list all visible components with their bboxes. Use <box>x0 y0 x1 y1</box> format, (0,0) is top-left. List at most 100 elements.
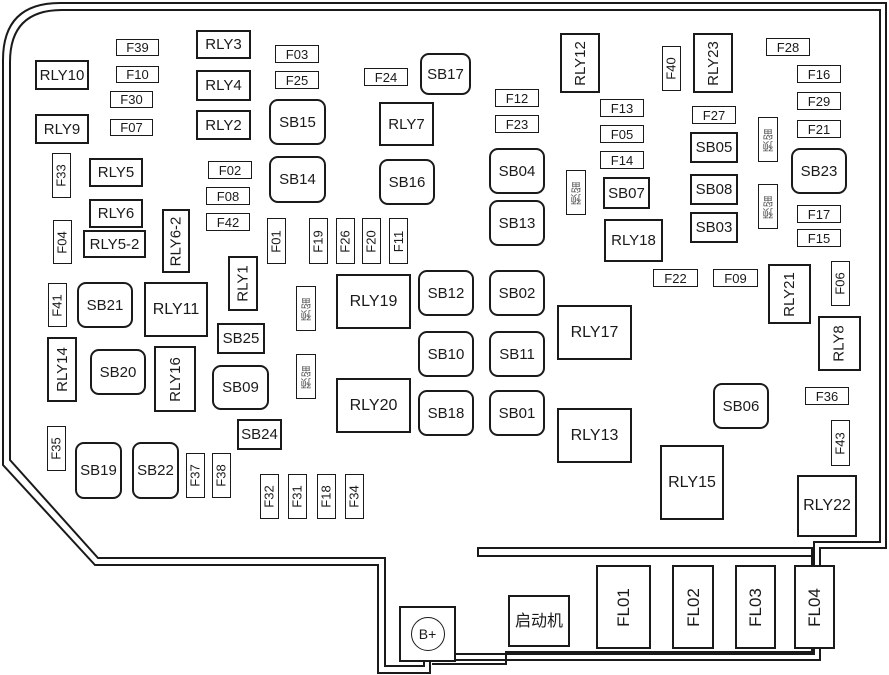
slow-blow-sb04[interactable]: SB04 <box>489 148 545 194</box>
fuse-f36[interactable]: F36 <box>805 387 849 405</box>
fuse-f19[interactable]: F19 <box>309 218 328 264</box>
starter-terminal[interactable]: 启动机 <box>508 595 570 647</box>
relay-rly1[interactable]: RLY1 <box>228 256 258 311</box>
relay-rly5-2[interactable]: RLY5-2 <box>83 230 146 258</box>
fuse-f15[interactable]: F15 <box>797 229 841 247</box>
slow-blow-sb02[interactable]: SB02 <box>489 270 545 316</box>
relay-rly8[interactable]: RLY8 <box>818 316 861 371</box>
slow-blow-sb18[interactable]: SB18 <box>418 390 474 436</box>
fuse-f29[interactable]: F29 <box>797 92 841 110</box>
fuse-f28[interactable]: F28 <box>766 38 810 56</box>
relay-rly17[interactable]: RLY17 <box>557 305 632 360</box>
slow-blow-sb16[interactable]: SB16 <box>379 159 435 205</box>
relay-rly4[interactable]: RLY4 <box>196 70 251 101</box>
fuse-f04[interactable]: F04 <box>53 220 72 264</box>
battery-positive-terminal[interactable]: B+ <box>399 606 456 662</box>
relay-rly10[interactable]: RLY10 <box>35 60 89 90</box>
fuse-f02[interactable]: F02 <box>208 161 252 179</box>
fuse-f18[interactable]: F18 <box>317 474 336 519</box>
reserved-slot-3[interactable]: 预留 <box>566 170 586 215</box>
slow-blow-sb14[interactable]: SB14 <box>269 156 326 203</box>
relay-rly6[interactable]: RLY6 <box>89 199 143 228</box>
slow-blow-sb03[interactable]: SB03 <box>690 212 738 243</box>
fusible-link-fl01[interactable]: FL01 <box>596 565 651 649</box>
relay-rly21[interactable]: RLY21 <box>768 264 811 324</box>
fuse-f25[interactable]: F25 <box>275 71 319 89</box>
fuse-f24[interactable]: F24 <box>364 68 408 86</box>
fuse-f01[interactable]: F01 <box>267 218 286 264</box>
slow-blow-sb19[interactable]: SB19 <box>75 442 122 499</box>
fuse-f35[interactable]: F35 <box>47 426 66 471</box>
fuse-f30[interactable]: F30 <box>110 91 153 108</box>
fuse-f34[interactable]: F34 <box>345 474 364 519</box>
fuse-f10[interactable]: F10 <box>116 66 159 83</box>
slow-blow-sb15[interactable]: SB15 <box>269 99 326 145</box>
relay-rly3[interactable]: RLY3 <box>196 30 251 59</box>
reserved-slot-5[interactable]: 预留 <box>758 184 778 229</box>
fuse-f32[interactable]: F32 <box>260 474 279 519</box>
relay-rly12[interactable]: RLY12 <box>560 33 600 93</box>
relay-rly9[interactable]: RLY9 <box>35 114 89 144</box>
fuse-f39[interactable]: F39 <box>116 39 159 56</box>
reserved-slot-1[interactable]: 预留 <box>296 286 316 331</box>
fuse-f21[interactable]: F21 <box>797 120 841 138</box>
fuse-f14[interactable]: F14 <box>600 151 644 169</box>
relay-rly11[interactable]: RLY11 <box>144 282 208 337</box>
fuse-f37[interactable]: F37 <box>186 453 205 498</box>
fuse-f27[interactable]: F27 <box>692 106 736 124</box>
fuse-f09[interactable]: F09 <box>713 269 758 287</box>
relay-rly18[interactable]: RLY18 <box>604 219 663 262</box>
fuse-f16[interactable]: F16 <box>797 65 841 83</box>
fuse-f23[interactable]: F23 <box>495 115 539 133</box>
fuse-f31[interactable]: F31 <box>288 474 307 519</box>
relay-rly7[interactable]: RLY7 <box>379 102 434 146</box>
fuse-f12[interactable]: F12 <box>495 89 539 107</box>
relay-rly2[interactable]: RLY2 <box>196 110 251 140</box>
fusible-link-fl04[interactable]: FL04 <box>794 565 835 649</box>
slow-blow-sb22[interactable]: SB22 <box>132 442 179 499</box>
fuse-f26[interactable]: F26 <box>336 218 355 264</box>
fuse-f17[interactable]: F17 <box>797 205 841 223</box>
slow-blow-sb09[interactable]: SB09 <box>212 365 269 410</box>
slow-blow-sb17[interactable]: SB17 <box>420 53 471 95</box>
fuse-f40[interactable]: F40 <box>662 46 681 91</box>
relay-rly5[interactable]: RLY5 <box>89 158 143 187</box>
fuse-f03[interactable]: F03 <box>275 45 319 63</box>
reserved-slot-4[interactable]: 预留 <box>758 117 778 162</box>
slow-blow-sb07[interactable]: SB07 <box>603 177 650 209</box>
fuse-f33[interactable]: F33 <box>52 153 71 198</box>
relay-rly23[interactable]: RLY23 <box>693 33 733 93</box>
slow-blow-sb12[interactable]: SB12 <box>418 270 474 316</box>
fuse-f05[interactable]: F05 <box>600 125 644 143</box>
fuse-f43[interactable]: F43 <box>831 420 850 466</box>
relay-rly19[interactable]: RLY19 <box>336 274 411 329</box>
slow-blow-sb21[interactable]: SB21 <box>77 282 133 328</box>
fuse-f22[interactable]: F22 <box>653 269 698 287</box>
relay-rly22[interactable]: RLY22 <box>797 475 857 537</box>
fusible-link-fl03[interactable]: FL03 <box>735 565 776 649</box>
slow-blow-sb23[interactable]: SB23 <box>791 148 847 194</box>
slow-blow-sb11[interactable]: SB11 <box>489 331 545 377</box>
relay-rly14[interactable]: RLY14 <box>47 337 77 402</box>
fuse-f42[interactable]: F42 <box>206 213 250 231</box>
slow-blow-sb08[interactable]: SB08 <box>690 174 738 205</box>
fuse-f41[interactable]: F41 <box>48 283 67 327</box>
fuse-f11[interactable]: F11 <box>389 218 408 264</box>
slow-blow-sb10[interactable]: SB10 <box>418 331 474 377</box>
fuse-f06[interactable]: F06 <box>831 261 850 306</box>
slow-blow-sb13[interactable]: SB13 <box>489 200 545 246</box>
slow-blow-sb05[interactable]: SB05 <box>690 132 738 163</box>
relay-rly16[interactable]: RLY16 <box>154 346 196 412</box>
reserved-slot-2[interactable]: 预留 <box>296 354 316 399</box>
fuse-f38[interactable]: F38 <box>212 453 231 498</box>
fuse-f13[interactable]: F13 <box>600 99 644 117</box>
fuse-f20[interactable]: F20 <box>362 218 381 264</box>
slow-blow-sb20[interactable]: SB20 <box>90 349 146 395</box>
fusible-link-fl02[interactable]: FL02 <box>672 565 714 649</box>
slow-blow-sb01[interactable]: SB01 <box>489 390 545 436</box>
slow-blow-sb06[interactable]: SB06 <box>713 383 769 429</box>
fuse-f08[interactable]: F08 <box>206 187 250 205</box>
relay-rly6-2[interactable]: RLY6-2 <box>162 209 190 273</box>
slow-blow-sb24[interactable]: SB24 <box>237 419 282 450</box>
relay-rly20[interactable]: RLY20 <box>336 378 411 433</box>
